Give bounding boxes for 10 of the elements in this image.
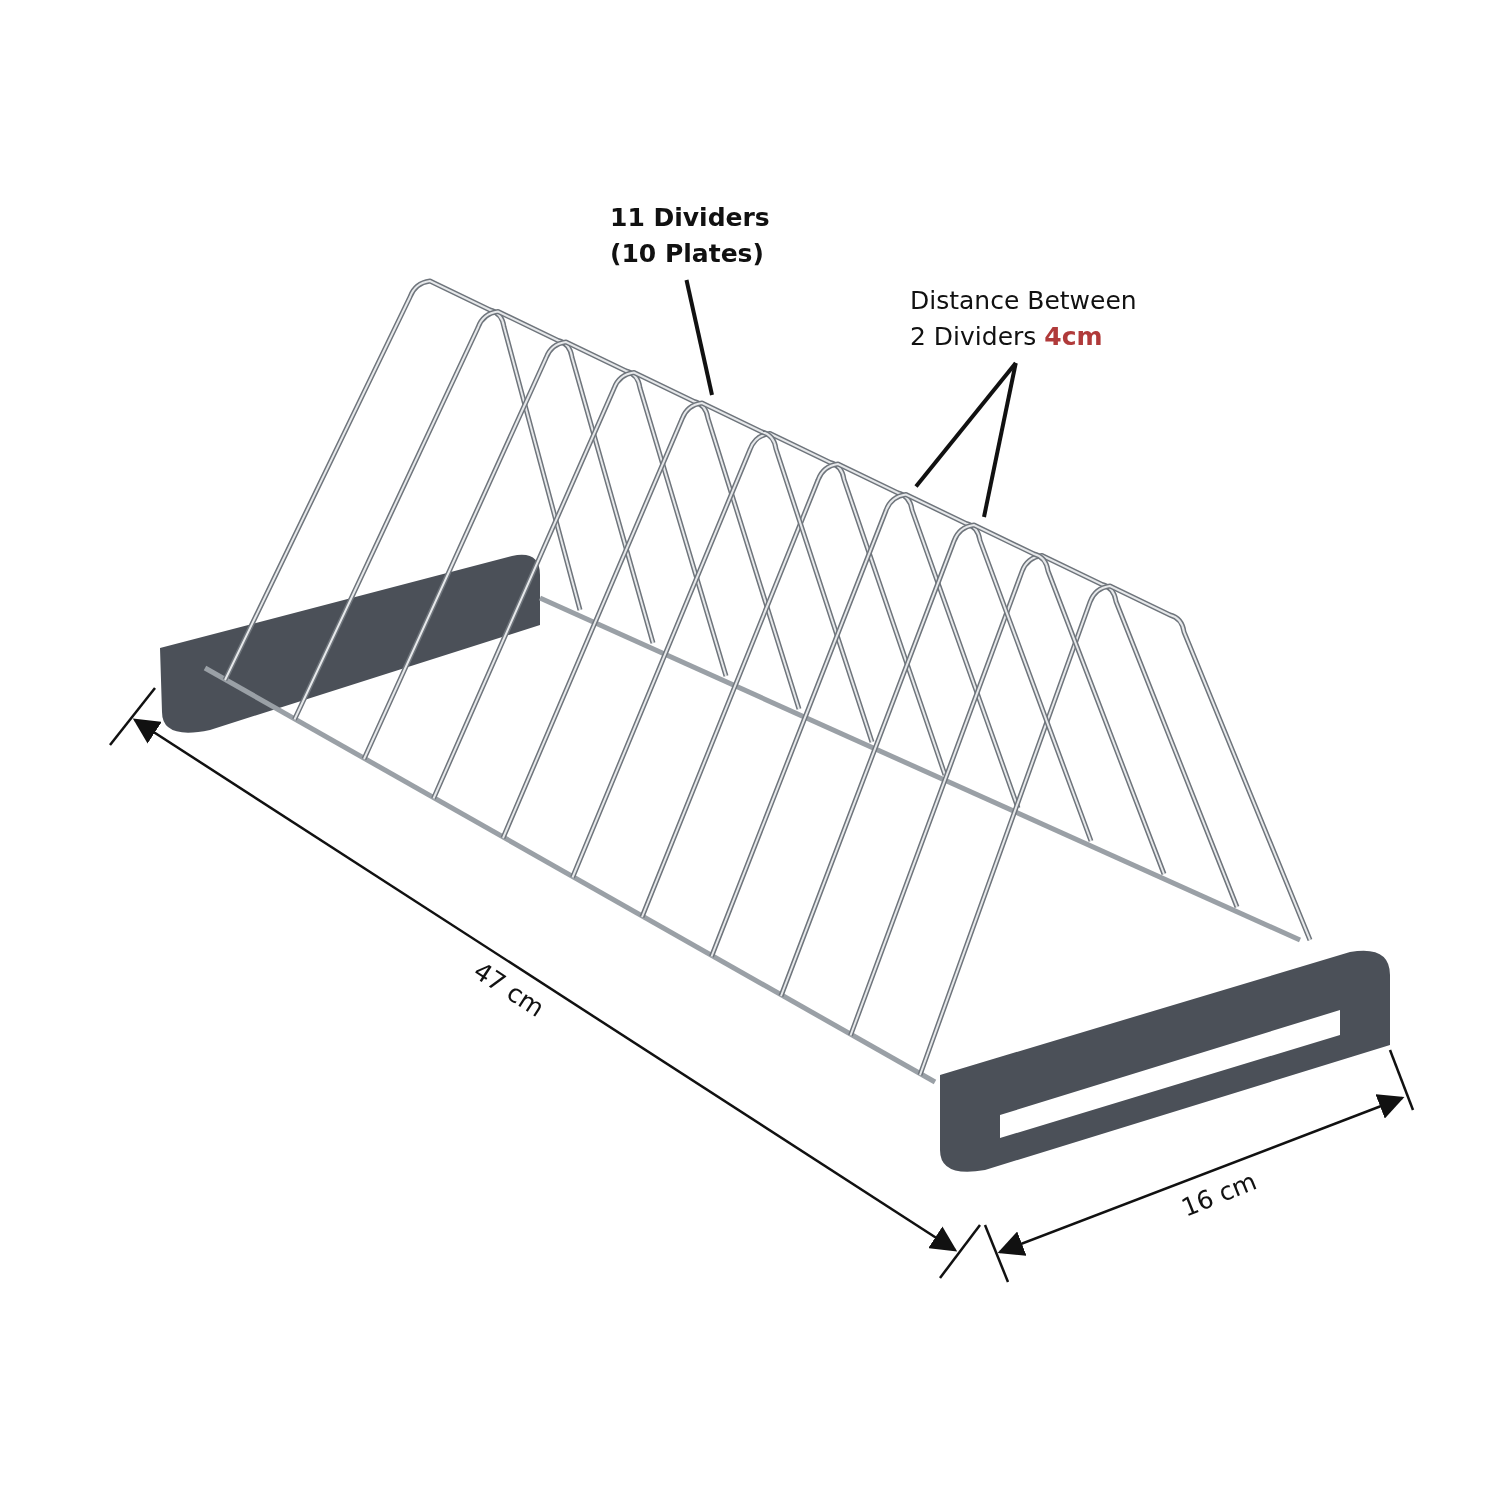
dimension-label: 16 cm bbox=[1177, 1166, 1261, 1223]
callout-text: 11 Dividers (10 Plates) bbox=[610, 200, 780, 272]
leader-line bbox=[684, 279, 714, 396]
divider-wire bbox=[500, 400, 875, 839]
leader-line bbox=[914, 361, 1018, 488]
divider-wire bbox=[778, 522, 1167, 997]
divider-wire bbox=[709, 492, 1094, 958]
dimension-label: 47 cm bbox=[468, 956, 550, 1023]
leader-line bbox=[982, 362, 1018, 518]
callout-text: Distance Between 2 Dividers 4cm bbox=[910, 283, 1145, 355]
